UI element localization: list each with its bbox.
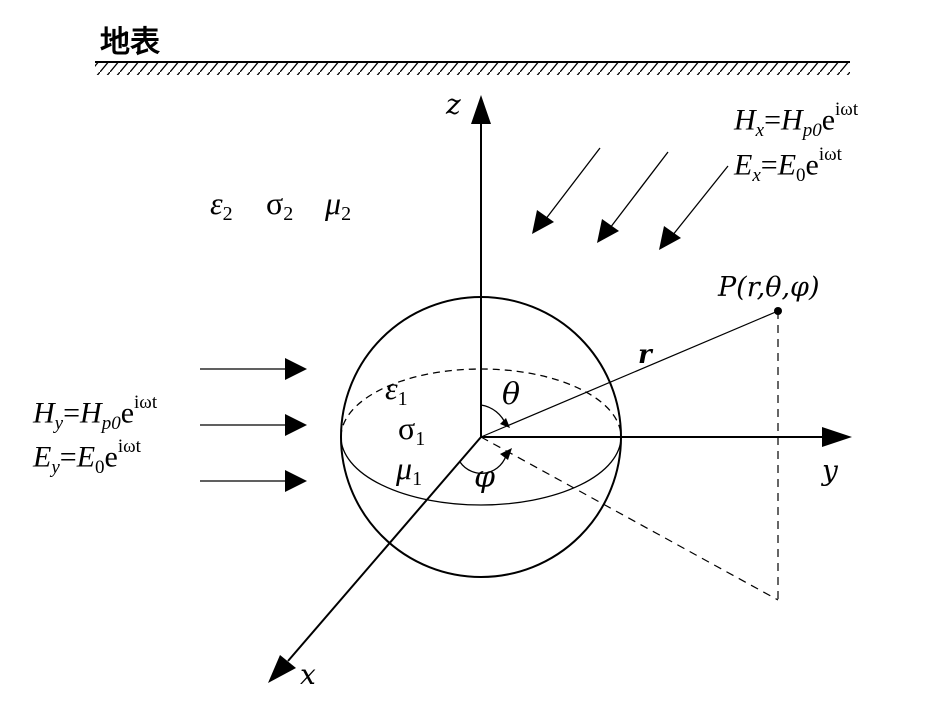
y-axis-label: y <box>820 454 839 487</box>
x-axis <box>287 436 482 662</box>
point-p-label: P(r,θ,φ) <box>717 272 820 303</box>
ground-hatching <box>95 63 850 75</box>
x-field-arrowhead-3 <box>659 226 681 250</box>
x-field-arrow-1 <box>544 147 601 221</box>
phi-label: φ <box>474 460 495 495</box>
outer-epsilon: ε2 <box>210 185 233 225</box>
y-field-arrows <box>200 358 307 492</box>
x-field-arrowhead-1 <box>532 210 554 234</box>
theta-arrowhead <box>500 418 510 428</box>
equator-front <box>340 436 622 506</box>
x-axis-arrowhead <box>268 655 296 683</box>
hx-equation: Hx=Hp0eiωt <box>734 99 859 141</box>
x-field-arrow-3 <box>671 165 729 237</box>
surface-label: 地表 <box>100 25 160 60</box>
x-field-arrow-2 <box>609 151 669 229</box>
phi-arc <box>459 451 508 474</box>
z-axis-label: z <box>445 88 461 121</box>
projection-radial-dashed <box>480 436 779 601</box>
radius-label: r <box>638 340 654 370</box>
y-field-arrowhead-1 <box>285 358 307 380</box>
outer-mu: μ2 <box>325 185 352 225</box>
y-field-arrowhead-3 <box>285 470 307 492</box>
radius-vector <box>480 310 779 438</box>
ey-equation: Ey=E0eiωt <box>33 436 141 478</box>
x-field-arrowhead-2 <box>597 219 619 243</box>
inner-epsilon: ε1 <box>385 370 408 410</box>
y-field-arrowhead-2 <box>285 414 307 436</box>
y-axis-arrowhead <box>822 427 852 447</box>
inner-mu: μ1 <box>396 450 423 490</box>
x-field-arrows <box>532 147 729 250</box>
theta-label: θ <box>502 377 520 412</box>
outer-sigma: σ2 <box>266 185 294 225</box>
phi-arrowhead <box>500 448 512 460</box>
x-axis-label: x <box>300 658 316 691</box>
inner-sigma: σ1 <box>398 410 426 450</box>
hy-equation: Hy=Hp0eiωt <box>33 392 158 434</box>
z-axis-arrowhead <box>471 95 491 124</box>
ex-equation: Ex=E0eiωt <box>734 144 842 186</box>
